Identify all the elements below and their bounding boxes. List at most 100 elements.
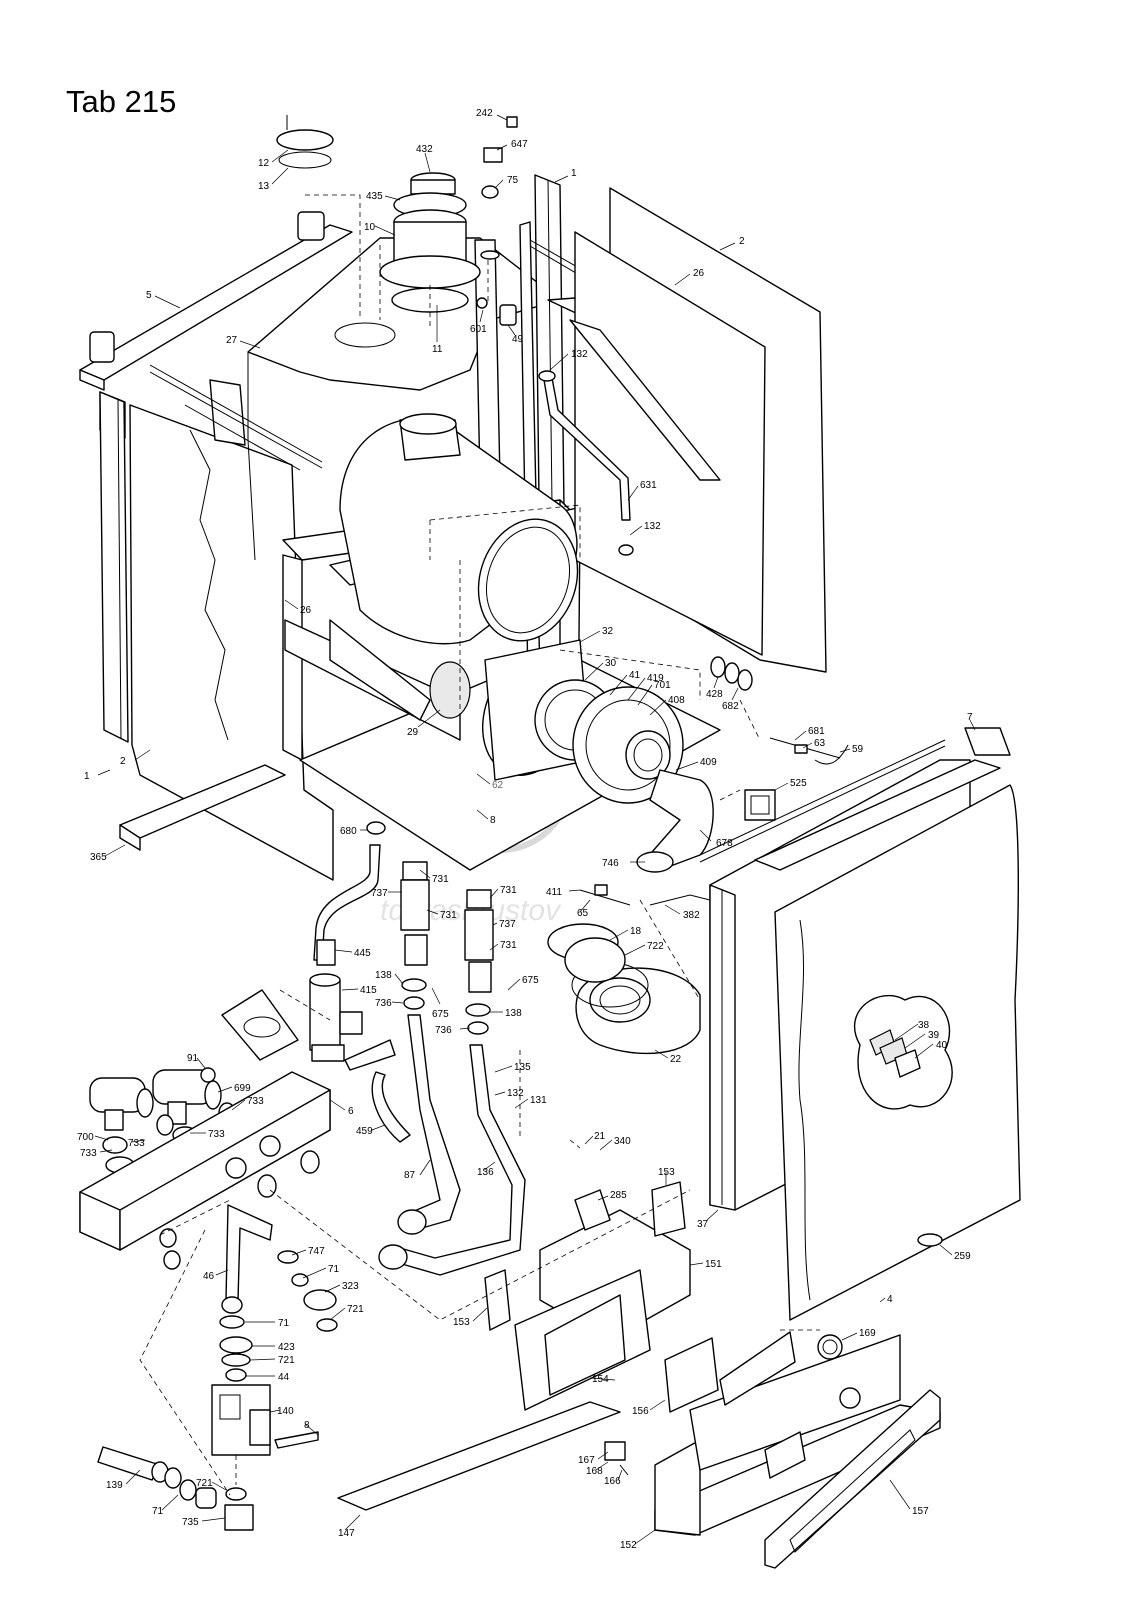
label-737-b: 737 [499, 919, 516, 930]
gas-inlet-139 [97, 1446, 254, 1531]
label-601: 601 [470, 324, 487, 335]
burner-door-group [429, 639, 684, 804]
bracket-plate [221, 989, 299, 1061]
label-27: 27 [226, 335, 238, 346]
label-71-a: 71 [328, 1264, 340, 1275]
label-525: 525 [790, 778, 807, 789]
label-21: 21 [594, 1131, 606, 1142]
pipe-680-445 [313, 821, 386, 966]
label-139: 139 [106, 1480, 123, 1491]
label-153-b: 153 [453, 1317, 470, 1328]
label-432: 432 [416, 144, 433, 155]
label-259: 259 [954, 1251, 971, 1262]
leader-lines [94, 114, 976, 1545]
label-138-a: 138 [375, 970, 392, 981]
label-747: 747 [308, 1246, 325, 1257]
label-18: 18 [630, 926, 642, 937]
label-737-a: 737 [371, 888, 388, 899]
label-37: 37 [697, 1219, 709, 1230]
label-680: 680 [340, 826, 357, 837]
label-38: 38 [918, 1020, 930, 1031]
frame-rail-6 [79, 1071, 331, 1270]
label-733-c: 733 [80, 1148, 97, 1159]
front-cover-4 [774, 784, 1021, 1321]
label-12: 12 [258, 158, 270, 169]
label-136: 136 [477, 1167, 494, 1178]
pipe-731-737-group-right [464, 889, 494, 1035]
base-plate-147 [337, 1401, 621, 1511]
flue-elbow-678 [636, 769, 714, 873]
label-731-a: 731 [432, 874, 449, 885]
label-285: 285 [610, 1190, 627, 1201]
label-32: 32 [602, 626, 614, 637]
label-156: 156 [632, 1406, 649, 1417]
label-733-a: 733 [247, 1096, 264, 1107]
label-736-b: 736 [435, 1025, 452, 1036]
label-71-c: 71 [152, 1506, 164, 1517]
label-382: 382 [683, 910, 700, 921]
label-435: 435 [366, 191, 383, 202]
label-701: 701 [654, 680, 671, 691]
label-59: 59 [852, 744, 864, 755]
label-423: 423 [278, 1342, 295, 1353]
label-132-mid: 132 [644, 521, 661, 532]
label-415: 415 [360, 985, 377, 996]
label-731-c: 731 [500, 885, 517, 896]
lower-rail-365 [119, 764, 286, 851]
label-647: 647 [511, 139, 528, 150]
label-140: 140 [277, 1406, 294, 1417]
gas-valve-140 [211, 1336, 319, 1456]
top-bracket-5 [79, 211, 353, 391]
label-29: 29 [407, 727, 419, 738]
label-131: 131 [530, 1095, 547, 1106]
label-409: 409 [700, 757, 717, 768]
electrode-681 [769, 737, 849, 765]
label-10: 10 [364, 222, 376, 233]
label-63: 63 [814, 738, 826, 749]
label-731-d: 731 [500, 940, 517, 951]
hose-87 [397, 1014, 461, 1235]
label-151: 151 [705, 1259, 722, 1270]
label-7: 7 [967, 712, 973, 723]
label-445: 445 [354, 948, 371, 959]
label-132-top: 132 [571, 349, 588, 360]
label-408: 408 [668, 695, 685, 706]
electronics-box-285 [484, 1181, 691, 1411]
label-323: 323 [342, 1281, 359, 1292]
left-side-panel [99, 391, 334, 881]
rear-panel-2 [569, 187, 827, 673]
label-4: 4 [887, 1294, 893, 1305]
label-6: 6 [348, 1106, 354, 1117]
label-157: 157 [912, 1506, 929, 1517]
label-71-b: 71 [278, 1318, 290, 1329]
label-735: 735 [182, 1517, 199, 1528]
hydraulic-block-415 [309, 973, 363, 1062]
label-154: 154 [592, 1374, 609, 1385]
label-365: 365 [90, 852, 107, 863]
label-699: 699 [234, 1083, 251, 1094]
label-44: 44 [278, 1372, 290, 1383]
label-22: 22 [670, 1054, 682, 1065]
label-75: 75 [507, 175, 519, 186]
label-340: 340 [614, 1136, 631, 1147]
gas-pipe-46 [219, 1204, 338, 1332]
label-721-a: 721 [347, 1304, 364, 1315]
label-733-b: 733 [128, 1138, 145, 1149]
pipe-731-737-group-left [400, 861, 430, 1010]
label-46: 46 [203, 1271, 215, 1282]
label-700: 700 [77, 1132, 94, 1143]
label-721-c: 721 [196, 1478, 213, 1489]
label-87: 87 [404, 1170, 416, 1181]
label-8-low: 8 [304, 1420, 310, 1431]
alignment-lines [139, 194, 820, 1496]
label-746: 746 [602, 858, 619, 869]
label-681: 681 [808, 726, 825, 737]
label-419: 419 [647, 673, 664, 684]
pipe-631 [538, 370, 634, 556]
label-733-d: 733 [208, 1129, 225, 1140]
label-2-left: 2 [120, 756, 126, 767]
label-736-a: 736 [375, 998, 392, 1009]
vent-parts-242-647-75 [480, 116, 518, 260]
label-49: 49 [512, 334, 524, 345]
label-631: 631 [640, 480, 657, 491]
